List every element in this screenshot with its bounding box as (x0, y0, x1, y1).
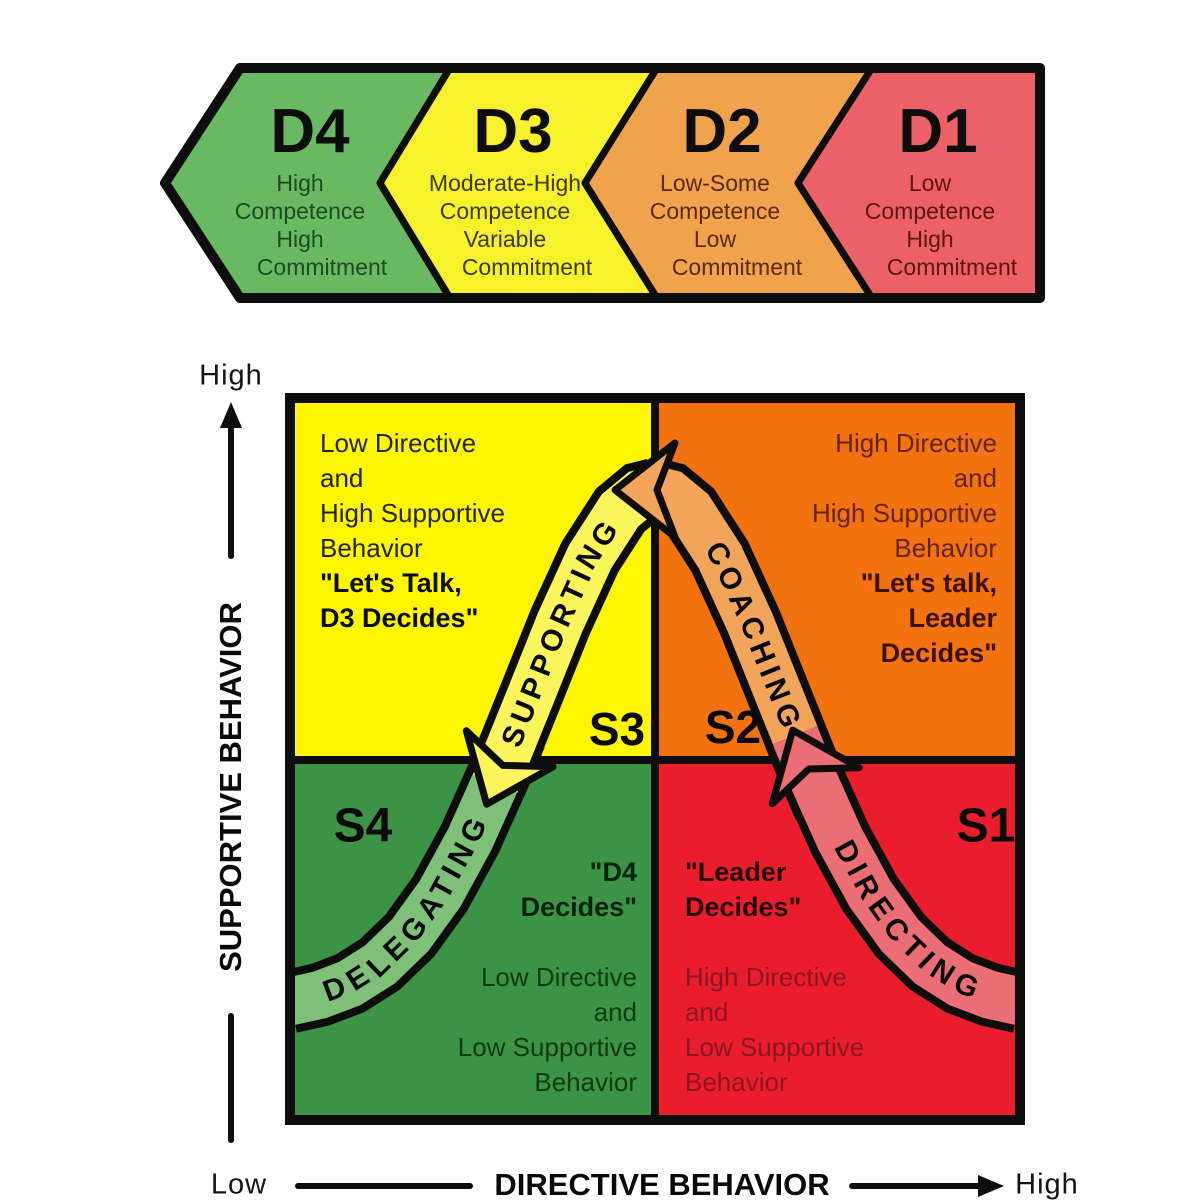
d1-label: D1 (898, 97, 977, 166)
s1-quote-line: "Leader (685, 857, 787, 887)
s4-line: Low Directive (480, 962, 637, 992)
s1-quote: "Leader Decides" (685, 855, 801, 925)
s3-quote-line: D3 Decides" (320, 603, 479, 633)
d2-description-line: Commitment (672, 254, 803, 280)
matrix-border (285, 393, 1025, 1125)
d3-description-line: Variable (464, 226, 547, 252)
supporting-arrowhead (462, 727, 557, 808)
d1-description-line: High (906, 226, 953, 252)
d3-label: D3 (473, 97, 552, 166)
d2-label: D2 (682, 97, 761, 166)
banner-outline (160, 63, 1045, 303)
s3-quote-line: "Let's Talk, (320, 568, 462, 598)
s4-quote: "D4 Decides" (521, 855, 637, 925)
s2-description: High Directive and High Supportive Behav… (812, 426, 997, 671)
coaching-arrowhead (611, 439, 679, 541)
s1-line: and (685, 997, 729, 1027)
directing-arrowhead (768, 726, 863, 808)
s4-line: Behavior (534, 1067, 637, 1097)
d3-description-line: Commitment (462, 254, 593, 280)
s3-line: Low Directive (320, 428, 477, 458)
x-axis-high-label: High (1015, 1168, 1079, 1200)
s1-quadrant-label: S1 (956, 799, 1016, 853)
s1-line: Behavior (685, 1067, 788, 1097)
s4-description: Low Directive and Low Supportive Behavio… (458, 960, 637, 1100)
x-axis-low-label: Low (210, 1168, 268, 1200)
s1-line: Low Supportive (685, 1032, 865, 1062)
s2-line: Behavior (894, 533, 997, 563)
d4-description-line: Competence (235, 198, 365, 224)
d1-description-line: Low (909, 170, 952, 196)
d4-description-line: High (276, 226, 323, 252)
directing-band (772, 726, 1020, 1025)
s4-line: and (593, 997, 637, 1027)
leadership-styles-matrix: DELEGATING SUPPORTING COACHING DIRECTING (285, 393, 1025, 1125)
s3-quadrant-label: S3 (588, 703, 646, 755)
s2-line: High Supportive (812, 498, 997, 528)
s2-quote-line: "Let's talk, (860, 568, 997, 598)
s3-line: High Supportive (320, 498, 505, 528)
s3-line: and (320, 463, 364, 493)
s1-description: High Directive and Low Supportive Behavi… (685, 960, 864, 1100)
d2-description-line: Competence (650, 198, 780, 224)
s1-line: High Directive (685, 962, 847, 992)
d4-label: D4 (270, 97, 350, 166)
directive-behavior-axis-label: DIRECTIVE BEHAVIOR (494, 1167, 830, 1200)
d1-description-line: Commitment (887, 254, 1018, 280)
s4-quadrant-label: S4 (333, 799, 393, 853)
s1-quote-line: Decides" (685, 892, 802, 922)
s4-quote-line: "D4 (589, 857, 637, 887)
x-axis-arrowhead (978, 1175, 1004, 1197)
s2-line: and (953, 463, 997, 493)
d1-description-line: Competence (865, 198, 995, 224)
d4-description-line: Commitment (257, 254, 388, 280)
s3-description: Low Directive and High Supportive Behavi… (320, 426, 505, 636)
d3-description-line: Moderate-High (429, 170, 581, 196)
s2-quote-line: Leader (908, 603, 997, 633)
s3-line: Behavior (320, 533, 423, 563)
d2-description-line: Low (694, 226, 737, 252)
s2-quote-line: Decides" (880, 638, 997, 668)
development-levels-banner: D4 High Competence High Commitment D3 Mo… (160, 63, 1045, 303)
d2-description-line: Low-Some (660, 170, 770, 196)
s2-line: High Directive (835, 428, 997, 458)
supportive-behavior-axis-label: SUPPORTIVE BEHAVIOR (213, 602, 248, 972)
y-axis-arrowhead (220, 402, 242, 428)
d4-description-line: High (276, 170, 323, 196)
s2-quadrant-label: S2 (704, 701, 762, 753)
d3-description-line: Competence (440, 198, 570, 224)
y-axis-high-label: High (199, 359, 263, 392)
s4-line: Low Supportive (457, 1032, 637, 1062)
s4-quote-line: Decides" (520, 892, 637, 922)
